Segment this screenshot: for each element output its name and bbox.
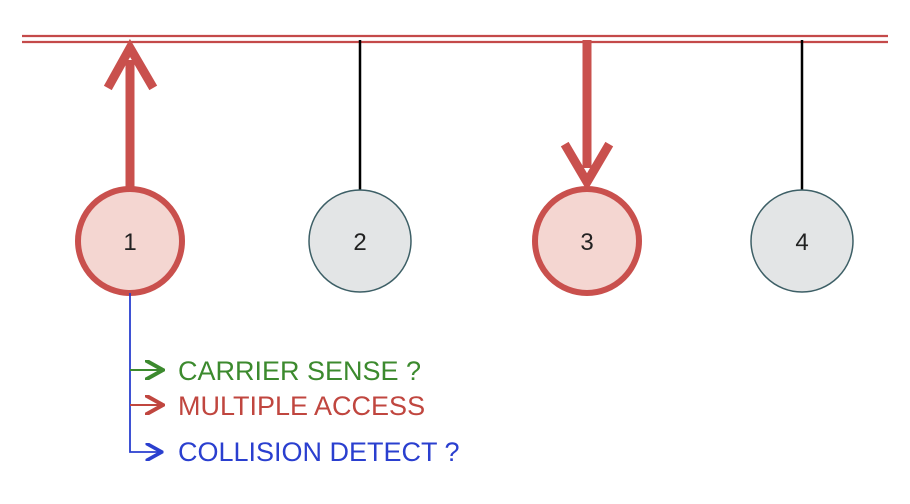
station-4-label: 4	[795, 229, 808, 256]
station-4: 4	[750, 189, 854, 293]
receive-arrow-station-3	[560, 40, 614, 191]
receive-arrowhead	[560, 141, 614, 191]
station-4-circle	[750, 189, 854, 293]
station-1-label: 1	[123, 229, 136, 256]
legend-multiple-access: MULTIPLE ACCESS	[178, 391, 425, 421]
station-3-label: 3	[580, 229, 593, 256]
station-1: 1	[75, 186, 185, 296]
legend-carrier-sense: CARRIER SENSE ?	[178, 356, 421, 386]
transmit-arrowhead	[103, 38, 158, 91]
station-2-circle	[308, 189, 412, 293]
station-2-label: 2	[353, 229, 366, 256]
legend-tree-trunk	[129, 293, 160, 452]
shared-bus	[22, 34, 888, 44]
station-3: 3	[532, 186, 642, 296]
station-3-circle	[532, 186, 642, 296]
transmit-arrow-station-1	[103, 38, 158, 188]
csma-legend-tree: CARRIER SENSE ? MULTIPLE ACCESS COLLISIO…	[129, 293, 460, 467]
station-2: 2	[308, 189, 412, 293]
legend-collision-detect: COLLISION DETECT ?	[178, 437, 460, 467]
